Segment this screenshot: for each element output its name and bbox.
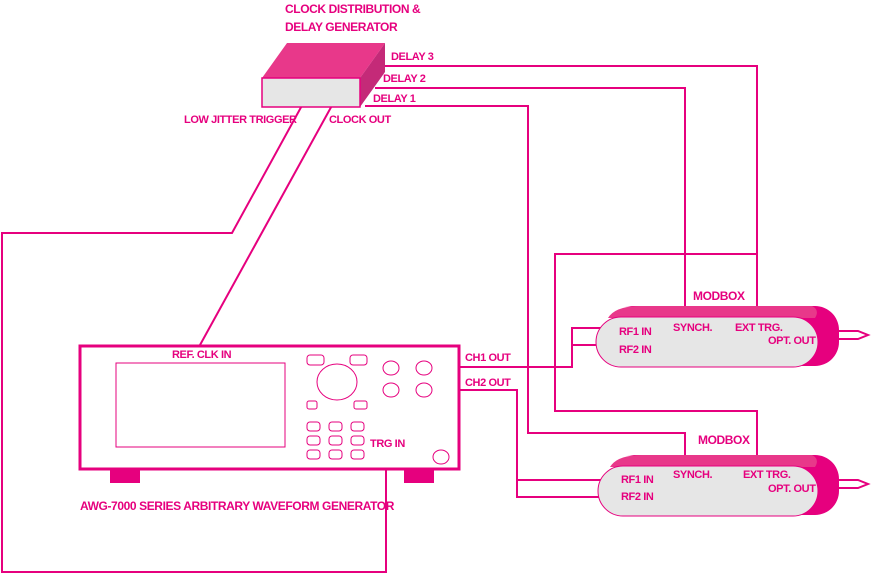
modbox-1-ext-trg: EXT TRG. [735,322,783,334]
modbox-2-face [597,465,819,517]
modbox-1-title: MODBOX [693,289,745,303]
keypad-key[interactable] [306,435,321,446]
modbox-1-opt-out: OPT. OUT [768,335,816,347]
modbox-1-synch: SYNCH. [673,322,713,334]
modbox-1-top [608,306,817,318]
modbox-1-fiber-output [839,330,871,340]
awg-button[interactable] [353,400,368,410]
clock-box-title-1: CLOCK DISTRIBUTION & [285,2,421,16]
wire-clock-out [199,99,336,346]
modbox-1 [595,306,871,368]
low-jitter-trigger-label: LOW JITTER TRIGGER [184,114,297,126]
wire-delay-3 [383,65,758,310]
modbox-2-synch: SYNCH. [673,469,713,481]
delay-3-label: DELAY 3 [391,51,434,63]
awg-connector[interactable] [382,382,400,398]
keypad-key[interactable] [350,435,365,446]
keypad-key[interactable] [306,421,321,432]
ch2-out-label: CH2 OUT [465,377,511,389]
awg-keypad [306,421,365,460]
awg-button[interactable] [306,400,318,410]
awg-button[interactable] [349,354,368,366]
clock-distribution-box [261,43,385,108]
clock-box-top [262,43,385,78]
ch2-out-connector[interactable] [415,382,433,398]
ch1-out-label: CH1 OUT [465,352,511,364]
awg-foot-right [404,470,434,483]
keypad-key[interactable] [350,449,365,460]
modbox-2-rf2-in: RF2 IN [621,491,654,503]
ref-clk-in-label: REF. CLK IN [172,349,232,361]
modbox-2-fiber-output [839,479,871,489]
modbox-2-top [610,455,817,467]
wire-ch2-out [432,389,610,498]
keypad-key[interactable] [328,421,343,432]
awg-name-label: AWG-7000 SERIES ARBITRARY WAVEFORM GENER… [80,499,395,513]
keypad-key[interactable] [306,449,321,460]
wire-delay-2 [375,87,686,310]
keypad-key[interactable] [350,421,365,432]
modbox-1-face [595,316,819,368]
trg-in-label: TRG IN [370,438,405,450]
modbox-1-rf2-in: RF2 IN [619,344,652,356]
modbox-2 [597,455,871,517]
modbox-1-body-shadow [625,306,839,366]
awg-power-button[interactable] [432,449,450,465]
delay-1-label: DELAY 1 [373,93,416,105]
modbox-2-title: MODBOX [698,433,750,447]
modbox-1-rf1-in: RF1 IN [619,326,652,338]
keypad-key[interactable] [328,449,343,460]
awg-foot-left [110,470,140,483]
clock-box-front [261,77,361,108]
wire-delay-3-branch [554,253,758,462]
awg-button[interactable] [306,354,325,366]
awg-connector[interactable] [382,360,400,376]
clock-box-title-2: DELAY GENERATOR [285,20,398,34]
ch1-out-connector[interactable] [415,360,433,376]
modbox-2-opt-out: OPT. OUT [768,483,816,495]
awg-instrument [78,344,461,483]
wire-delay-1 [365,105,686,462]
modbox-2-body-shadow [627,455,839,515]
modbox-2-ext-trg: EXT TRG. [743,469,791,481]
wire-low-jitter-trigger [1,99,387,573]
wire-ch1-out [432,327,608,368]
delay-2-label: DELAY 2 [383,73,426,85]
awg-screen [115,362,286,448]
keypad-key[interactable] [328,435,343,446]
clock-box-side [360,43,385,107]
awg-rotary-knob[interactable] [316,363,358,401]
clock-out-label: CLOCK OUT [329,114,391,126]
modbox-2-rf1-in: RF1 IN [621,474,654,486]
